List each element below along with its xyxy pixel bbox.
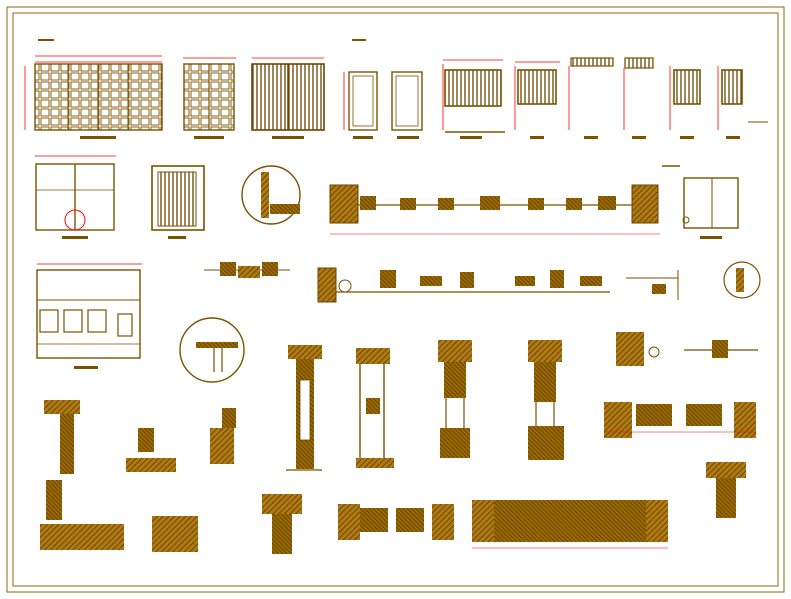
section-bottom-b — [262, 494, 302, 554]
section-sill-a — [126, 428, 176, 472]
elevation-door-single-b — [391, 71, 423, 139]
section-jamb-2 — [356, 348, 394, 468]
elevation-door-double-grid — [183, 57, 236, 139]
elevation-window-barred-c — [669, 66, 701, 139]
section-jamb-4 — [528, 340, 564, 460]
elevation-door-right — [662, 165, 739, 239]
elevation-door-large-grid — [24, 55, 163, 139]
section-horizontal-strip-b — [317, 267, 610, 303]
detail-sill-right — [626, 261, 761, 300]
section-right-detail-a — [616, 332, 758, 366]
section-lintel-a — [204, 262, 290, 278]
elevation-window-barred-d — [717, 66, 768, 139]
section-jamb-1 — [286, 345, 322, 471]
section-right-strip — [604, 402, 756, 438]
elevation-door-louvered — [251, 57, 325, 139]
section-right-post — [706, 462, 746, 518]
detail-callout-circle-b — [179, 317, 245, 383]
section-left-jamb — [40, 400, 124, 550]
elevation-window-barred-a — [442, 59, 505, 139]
detail-callout-circle-a — [241, 165, 301, 225]
elevation-window-barred-b — [514, 61, 560, 139]
elevation-door-glass-double — [35, 155, 116, 239]
section-bottom-c — [338, 504, 454, 540]
elevation-window-high-b — [623, 57, 654, 139]
elevation-window-high-a — [568, 57, 614, 139]
section-bottom-a — [152, 516, 198, 552]
elevation-counter-window — [36, 263, 142, 369]
section-horizontal-doors-strip — [329, 184, 660, 235]
section-sill-b — [210, 408, 236, 464]
sheet-frame-inner — [12, 12, 779, 587]
sheet-frame-outer — [6, 6, 785, 593]
elevation-door-louvered-small — [151, 165, 205, 239]
elevation-door-single-a — [343, 71, 378, 139]
section-bottom-d — [472, 500, 668, 549]
section-jamb-3 — [438, 340, 472, 458]
